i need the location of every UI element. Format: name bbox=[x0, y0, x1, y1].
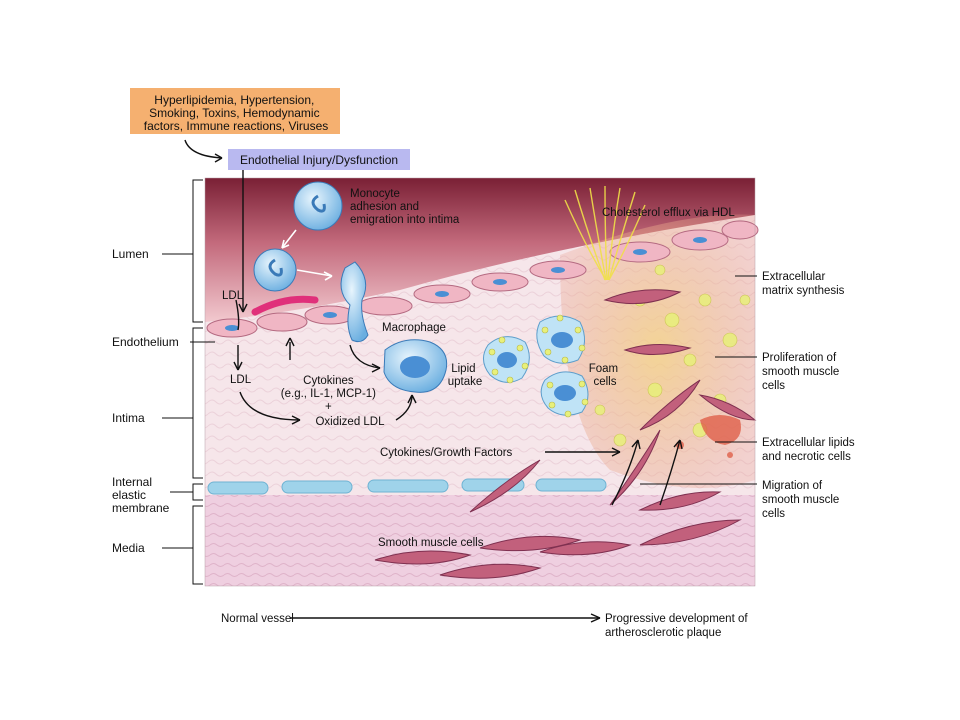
normal-vessel-label: Normal vessel bbox=[221, 613, 294, 625]
proliferation-label: Proliferation of smooth muscle cells bbox=[762, 352, 843, 392]
risk-factors-box bbox=[130, 88, 340, 134]
lipid-uptake-label: Lipid uptake bbox=[448, 363, 483, 388]
endothelium-label: Endothelium bbox=[112, 335, 179, 349]
smooth-muscle-label: Smooth muscle cells bbox=[378, 537, 484, 549]
monocyte-migration-arrows bbox=[281, 229, 333, 281]
adhesion-molecule bbox=[251, 295, 319, 316]
pathway-arrows bbox=[184, 139, 683, 623]
emigrating-monocyte bbox=[340, 261, 369, 343]
progressive-development-label: Progressive development of artherosclero… bbox=[605, 613, 751, 639]
tissue-border bbox=[204, 177, 756, 587]
ldl-to-oxidized-arrow bbox=[239, 391, 301, 421]
foam-cell bbox=[483, 336, 530, 384]
vessel-tissue-panel bbox=[204, 177, 759, 587]
internal-elastic-membrane bbox=[207, 478, 607, 495]
smooth-muscle-cells bbox=[374, 289, 757, 579]
intima-label: Intima bbox=[112, 411, 145, 425]
migration-arrow-2 bbox=[659, 439, 681, 506]
monocyte-cell bbox=[293, 181, 343, 231]
monocyte-annotation: Monocyte adhesion and emigration into in… bbox=[350, 188, 460, 226]
migration-arrow-1 bbox=[611, 439, 639, 506]
foam-cells-label: Foam cells bbox=[589, 363, 622, 388]
lumen-label: Lumen bbox=[112, 247, 149, 261]
endothelial-injury-label: Endothelial Injury/Dysfunction bbox=[240, 153, 398, 167]
risk-to-injury-arrow bbox=[184, 139, 223, 159]
foam-cell bbox=[536, 314, 586, 364]
emigration-to-macrophage-arrow bbox=[349, 344, 381, 369]
layer-brackets bbox=[162, 179, 215, 585]
ldl-entry-arrow bbox=[235, 299, 240, 331]
risk-factors-text: Hyperlipidemia, Hypertension, Smoking, T… bbox=[144, 93, 329, 133]
macrophage-cell bbox=[383, 339, 448, 393]
cholesterol-efflux-plume bbox=[564, 185, 646, 281]
right-leader-lines bbox=[640, 275, 757, 485]
extracellular-lipids-label: Extracellular lipids and necrotic cells bbox=[762, 437, 858, 463]
internal-elastic-membrane-label: Internal elastic membrane bbox=[112, 475, 170, 515]
cholesterol-efflux-label: Cholesterol efflux via HDL bbox=[602, 207, 735, 219]
growth-factors-label: Cytokines/Growth Factors bbox=[380, 447, 513, 459]
cytokines-annotation: Cytokines (e.g., IL-1, MCP-1) + Oxidized… bbox=[281, 375, 385, 428]
media-label: Media bbox=[112, 541, 145, 555]
endothelial-injury-box bbox=[228, 149, 410, 170]
ldl-bottom-label: LDL bbox=[230, 374, 252, 386]
oxidized-to-macrophage-arrow bbox=[395, 394, 413, 421]
monocyte-adhering-cell bbox=[253, 248, 297, 292]
migration-label: Migration of smooth muscle cells bbox=[762, 480, 843, 520]
extracellular-matrix-label: Extracellular matrix synthesis bbox=[762, 271, 845, 297]
macrophage-label: Macrophage bbox=[382, 322, 446, 334]
endothelium-cells bbox=[206, 220, 759, 338]
ldl-top-label: LDL bbox=[222, 290, 244, 302]
foam-cell bbox=[540, 371, 589, 418]
